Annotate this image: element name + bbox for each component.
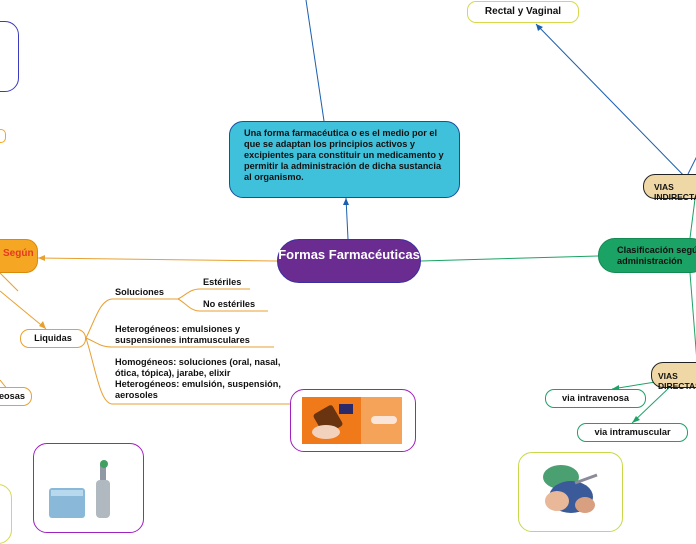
line-vd-im — [631, 384, 673, 424]
line-vi-up — [687, 156, 696, 175]
partial-node-dot — [0, 129, 6, 143]
line-clasif-vd — [689, 272, 696, 356]
via-intravenosa-node[interactable]: via intravenosa — [545, 389, 646, 408]
medicine-image-node[interactable] — [290, 389, 416, 452]
gaseosas-label: Gaseosas — [0, 391, 25, 401]
oxygen-tank-icon — [49, 460, 110, 518]
rectal-vaginal-label: Rectal y Vaginal — [484, 6, 562, 17]
soluciones-topic[interactable]: Soluciones — [115, 287, 165, 297]
medicine-bottle-icon — [302, 397, 402, 444]
injection-icon — [543, 465, 598, 513]
left-orange-label: Según — [3, 248, 34, 259]
line-center-clasif — [420, 255, 599, 262]
line-def-top — [305, 0, 325, 122]
heterogeneos-topic[interactable]: Heterogéneos: emulsiones y suspensiones … — [115, 324, 250, 345]
via-intramuscular-node[interactable]: via intramuscular — [577, 423, 688, 442]
line-left-down — [0, 272, 19, 292]
rectal-vaginal-node[interactable]: Rectal y Vaginal — [467, 1, 579, 23]
line-liq-het — [85, 337, 113, 348]
injection-image-node[interactable] — [518, 452, 623, 532]
definition-node[interactable]: Una forma farmacéutica o es el medio por… — [229, 121, 460, 198]
vias-indirectas-node[interactable]: VIAS INDIRECTAS — [643, 174, 696, 202]
vias-directas-node[interactable]: VIAS DIRECTAS — [651, 362, 696, 391]
line-liq-hom — [85, 337, 113, 405]
line-vi-rectal — [535, 23, 691, 183]
arrow-liquidas — [39, 321, 46, 329]
esteriles-topic[interactable]: Estériles — [203, 277, 242, 287]
no-esteriles-topic[interactable]: No estériles — [203, 299, 256, 309]
homogeneos-topic[interactable]: Homogéneos: soluciones (oral, nasal, óti… — [115, 357, 281, 400]
via-intravenosa-label: via intravenosa — [562, 393, 629, 403]
line-sol-est — [177, 288, 201, 300]
clasificacion-node[interactable]: Clasificación según administración — [598, 238, 696, 273]
line-left-liquidas — [0, 290, 47, 330]
line-clasif-vi — [689, 198, 696, 239]
center-node[interactable]: Formas Farmacéuticas — [277, 239, 421, 283]
vias-directas-label: VIAS DIRECTAS — [658, 371, 696, 391]
line-sol-noest — [177, 298, 201, 312]
arrow-def — [343, 198, 349, 205]
arrow-rectal — [536, 24, 543, 31]
arrow-left — [38, 255, 45, 261]
line-center-left — [37, 257, 278, 262]
definition-text: Una forma farmacéutica o es el medio por… — [244, 128, 444, 182]
left-orange-node[interactable]: Según — [0, 239, 38, 273]
clasificacion-label: Clasificación según administración — [617, 245, 696, 266]
partial-node-top-left — [0, 21, 19, 92]
liquidas-label: Liquidas — [34, 333, 72, 343]
partial-node-bottom-left — [0, 484, 12, 544]
line-liq-sol — [85, 298, 113, 339]
via-intramuscular-label: via intramuscular — [594, 427, 671, 437]
center-label: Formas Farmacéuticas — [278, 247, 420, 262]
liquidas-node[interactable]: Liquidas — [20, 329, 86, 348]
vias-indirectas-label: VIAS INDIRECTAS — [654, 182, 696, 202]
gaseosas-node[interactable]: Gaseosas — [0, 387, 32, 406]
arrow-im — [632, 416, 640, 423]
